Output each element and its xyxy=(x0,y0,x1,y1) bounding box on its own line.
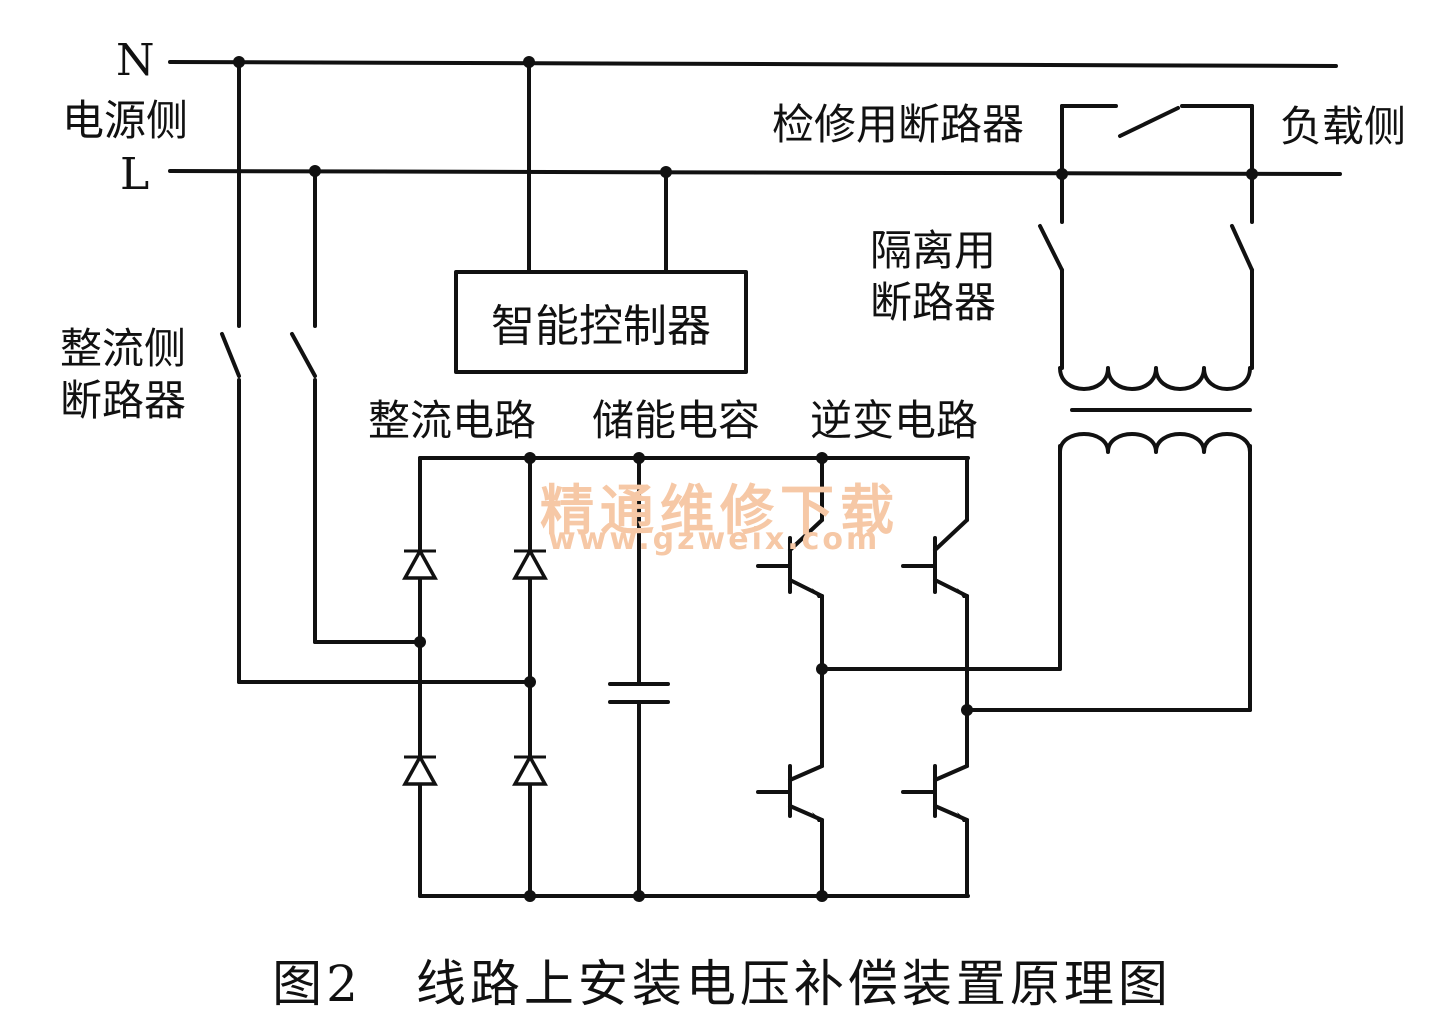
label-inverter-circuit: 逆变电路 xyxy=(810,396,979,445)
neutral-line xyxy=(168,60,1338,68)
label-source-side: 电源侧 xyxy=(62,96,189,145)
label-load-side: 负载侧 xyxy=(1280,102,1407,151)
label-maintenance-breaker: 检修用断路器 xyxy=(772,100,1025,149)
label-controller: 智能控制器 xyxy=(491,301,711,352)
transformer-primary-coil xyxy=(1058,366,1252,391)
label-isolation-breaker-2: 断路器 xyxy=(870,278,997,327)
diode-lower-left xyxy=(402,753,438,786)
controller-box xyxy=(454,270,748,374)
isolation-breaker-right xyxy=(1230,172,1254,370)
transistor-upper-left xyxy=(756,456,824,671)
storage-capacitor-symbol xyxy=(608,456,670,898)
label-rectifier-breaker-1: 整流侧 xyxy=(60,324,187,373)
rectifier-breaker-n xyxy=(220,60,532,684)
live-line xyxy=(168,169,1342,176)
transistor-upper-right xyxy=(901,456,969,712)
figure-caption: 图2 线路上安装电压补偿装置原理图 xyxy=(272,955,1172,1013)
maintenance-breaker-symbol xyxy=(1060,104,1254,176)
label-storage-capacitor: 储能电容 xyxy=(592,396,761,445)
label-live: L xyxy=(120,149,150,200)
diode-upper-right xyxy=(512,547,548,580)
diode-upper-left xyxy=(402,547,438,580)
label-rectifier-breaker-2: 断路器 xyxy=(60,376,187,425)
watermark-title: 精通维修下载 xyxy=(540,479,900,542)
transformer-secondary-coil xyxy=(1058,432,1252,454)
diode-lower-right xyxy=(512,753,548,786)
label-neutral: N xyxy=(116,35,155,86)
transistor-lower-right xyxy=(901,708,969,898)
transistor-lower-left xyxy=(756,667,824,898)
junction-dots xyxy=(233,56,1258,902)
isolation-breaker-left xyxy=(1038,172,1064,370)
label-isolation-breaker-1: 隔离用 xyxy=(870,226,997,275)
label-rectifier-circuit: 整流电路 xyxy=(368,396,537,445)
rectifier-breaker-l xyxy=(290,169,422,644)
watermark-url: www.gzweix.com xyxy=(548,522,881,557)
